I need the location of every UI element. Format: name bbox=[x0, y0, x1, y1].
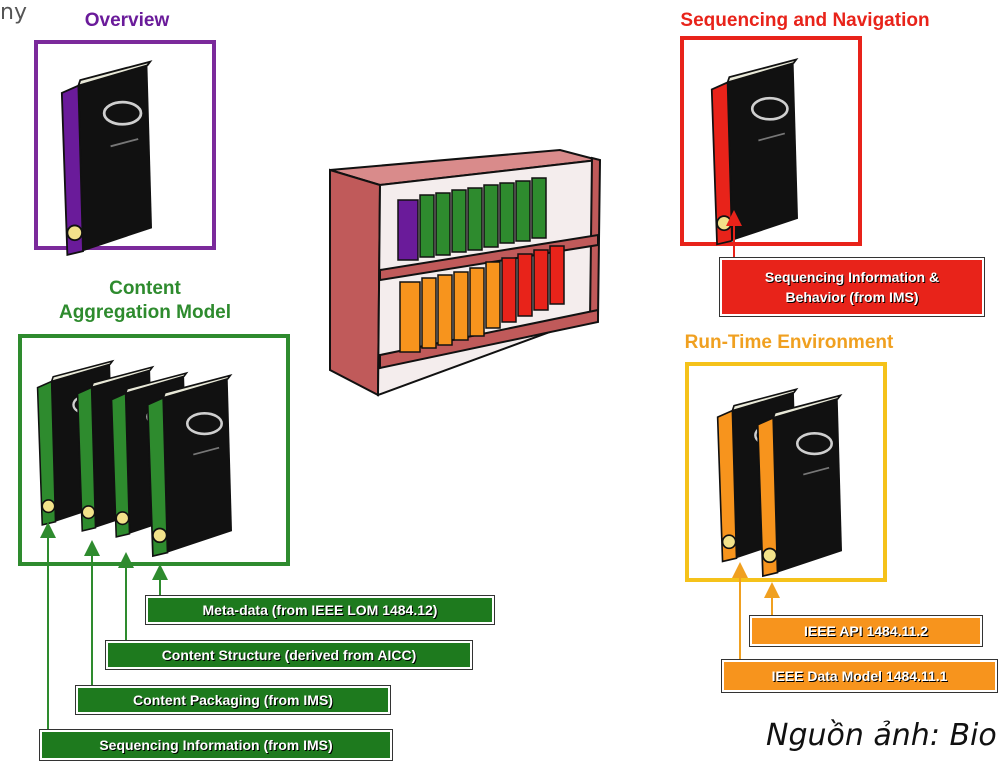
rte-title: Run-Time Environment bbox=[684, 332, 894, 353]
rte-label-api: IEEE API 1484.11.2 bbox=[749, 615, 983, 647]
cam-title-line2: Aggregation Model bbox=[58, 302, 232, 323]
rte-book-2-icon bbox=[756, 394, 844, 578]
sn-book-icon bbox=[710, 58, 800, 246]
rte-frame bbox=[685, 362, 887, 582]
sn-label: Sequencing Information & Behavior (from … bbox=[719, 257, 985, 317]
cam-book-2-icon bbox=[76, 365, 156, 532]
bookshelf-icon bbox=[329, 148, 602, 397]
image-credit: Nguồn ảnh: Bio bbox=[766, 718, 997, 753]
sn-label-line2: Behavior (from IMS) bbox=[785, 289, 919, 305]
cam-book-1-icon bbox=[36, 359, 116, 526]
cam-label-metadata: Meta-data (from IEEE LOM 1484.12) bbox=[145, 595, 495, 625]
corner-text-fragment: ny bbox=[0, 0, 27, 25]
cam-book-3-icon bbox=[110, 371, 190, 538]
overview-book-icon bbox=[60, 60, 154, 257]
cam-label-content-structure: Content Structure (derived from AICC) bbox=[105, 640, 473, 670]
cam-label-sequencing-info: Sequencing Information (from IMS) bbox=[39, 729, 393, 761]
cam-label-content-packaging: Content Packaging (from IMS) bbox=[75, 685, 391, 715]
overview-frame bbox=[34, 40, 216, 250]
rte-arrows bbox=[732, 562, 780, 660]
cam-book-4-icon bbox=[146, 374, 234, 558]
sn-frame bbox=[680, 36, 862, 246]
sn-label-line1: Sequencing Information & bbox=[764, 269, 940, 285]
rte-book-1-icon bbox=[716, 388, 800, 563]
overview-title: Overview bbox=[84, 10, 170, 31]
cam-title-line1: Content bbox=[109, 278, 181, 299]
sn-title: Sequencing and Navigation bbox=[680, 10, 930, 31]
rte-label-data-model: IEEE Data Model 1484.11.1 bbox=[721, 659, 998, 693]
